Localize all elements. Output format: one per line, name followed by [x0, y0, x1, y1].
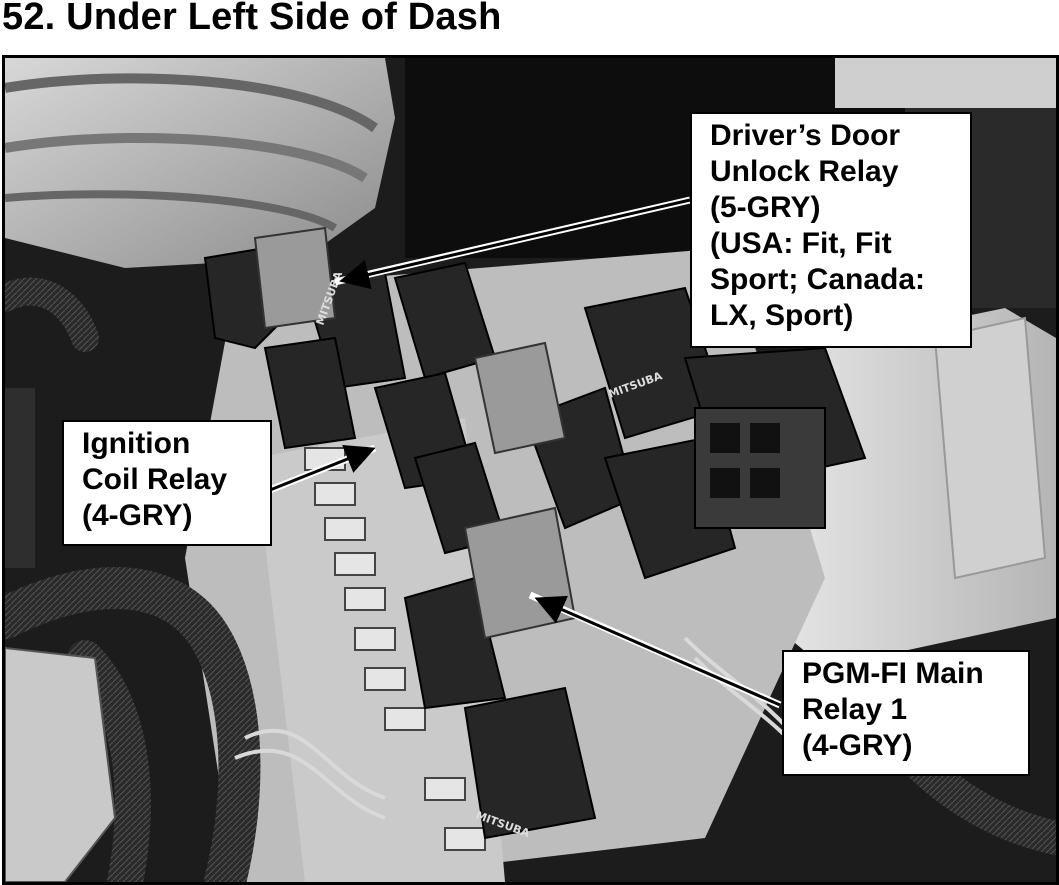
- callout-line: Driver’s Door: [710, 119, 901, 152]
- callout-line: Sport; Canada:: [710, 263, 926, 296]
- callout-line: PGM-FI Main: [802, 657, 984, 690]
- callout-line: (USA: Fit, Fit: [710, 227, 892, 260]
- callout-line: Ignition: [82, 427, 191, 460]
- callout-line: Unlock Relay: [710, 155, 899, 188]
- callout-line: Coil Relay: [82, 463, 228, 496]
- callout-line: (4-GRY): [802, 729, 913, 762]
- callout-line: (5-GRY): [710, 191, 821, 224]
- callout-line: (4-GRY): [82, 499, 193, 532]
- callout-line: Relay 1: [802, 693, 908, 726]
- ignition-coil-relay-callout: Ignition Coil Relay (4-GRY): [62, 420, 272, 546]
- pgm-fi-main-relay-callout: PGM-FI Main Relay 1 (4-GRY): [782, 650, 1030, 776]
- door-unlock-relay-callout: Driver’s Door Unlock Relay (5-GRY) (USA:…: [690, 112, 972, 348]
- page-title: 52. Under Left Side of Dash: [2, 0, 502, 38]
- callout-line: LX, Sport): [710, 299, 854, 332]
